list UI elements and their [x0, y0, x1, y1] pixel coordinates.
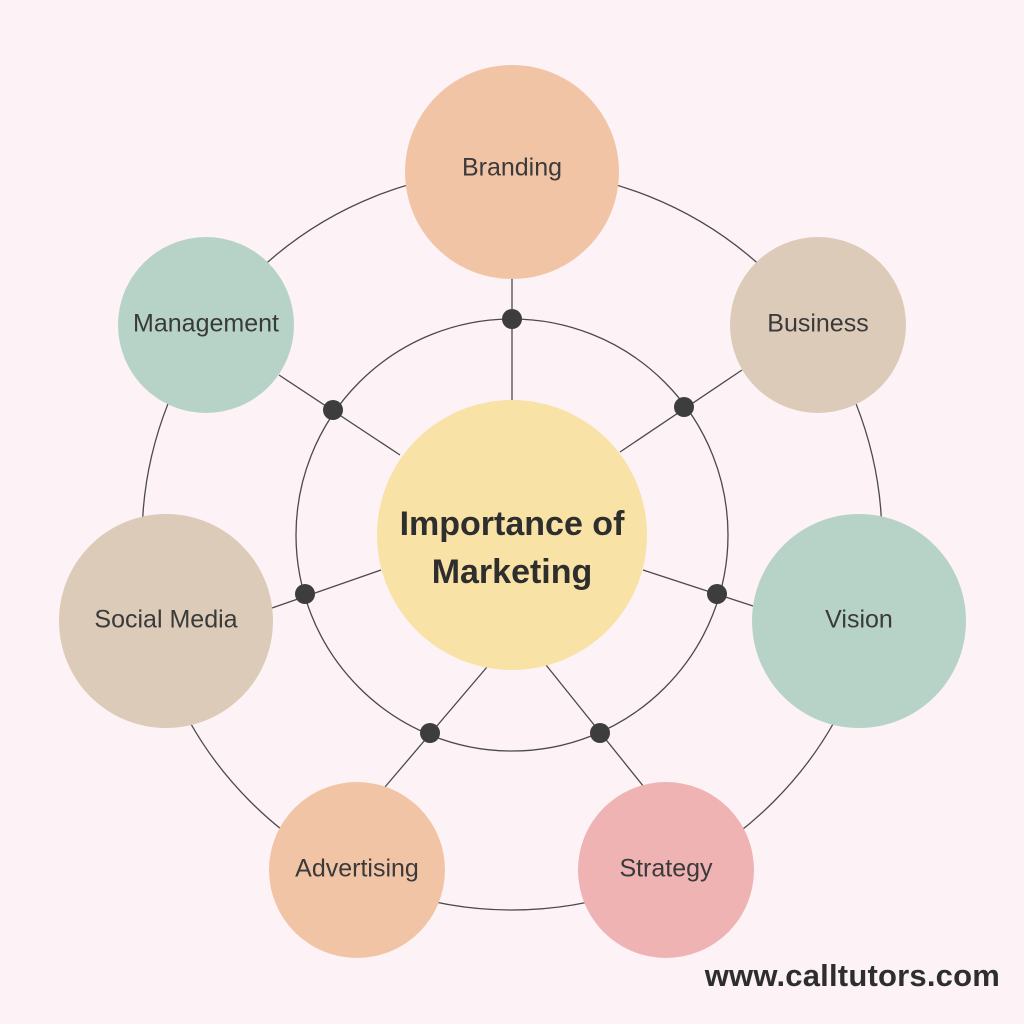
node-label: Strategy	[619, 855, 713, 883]
node-strategy: Strategy	[578, 782, 754, 958]
junction-dot	[295, 584, 315, 604]
node-social-media: Social Media	[59, 514, 273, 728]
spoke-vision	[642, 569, 754, 607]
node-circle	[578, 782, 754, 958]
node-circle	[59, 514, 273, 728]
node-business: Business	[730, 237, 906, 413]
watermark: www.calltutors.com	[704, 958, 1000, 993]
node-vision: Vision	[752, 514, 966, 728]
junction-dot	[323, 400, 343, 420]
node-circle	[405, 65, 619, 279]
node-management: Management	[118, 237, 294, 413]
junction-dot	[590, 723, 610, 743]
center-hub: Importance of Marketing	[377, 400, 647, 670]
node-circle	[752, 514, 966, 728]
center-title-line-2: Marketing	[432, 553, 593, 591]
node-label: Social Media	[94, 606, 237, 634]
node-branding: Branding	[405, 65, 619, 279]
node-circle	[118, 237, 294, 413]
junction-dot	[707, 584, 727, 604]
node-circle	[730, 237, 906, 413]
node-label: Business	[767, 310, 868, 338]
node-circle	[269, 782, 445, 958]
node-advertising: Advertising	[269, 782, 445, 958]
center-title-line-1: Importance of	[400, 505, 625, 543]
node-label: Vision	[825, 606, 893, 634]
node-label: Advertising	[295, 855, 419, 883]
node-label: Branding	[462, 154, 562, 182]
spoke-social-media	[271, 569, 382, 609]
junction-dot	[674, 397, 694, 417]
junction-dot	[502, 309, 522, 329]
node-label: Management	[133, 310, 279, 338]
center-circle	[377, 400, 647, 670]
junction-dots	[295, 309, 727, 743]
junction-dot	[420, 723, 440, 743]
